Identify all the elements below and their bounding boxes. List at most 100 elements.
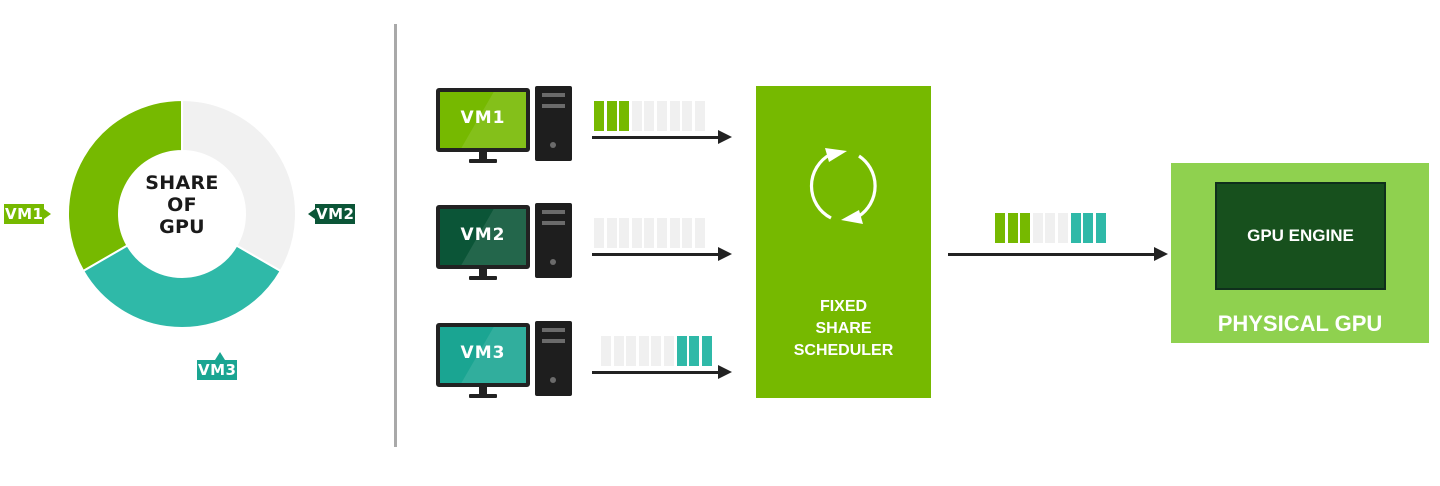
donut-center-line: GPU: [159, 216, 205, 238]
empty-time-slice: [682, 101, 693, 131]
empty-time-slice: [663, 336, 674, 366]
empty-time-slice: [619, 218, 630, 248]
empty-time-slice: [694, 218, 705, 248]
empty-time-slice: [656, 101, 667, 131]
gpu-engine-box: GPU ENGINE: [1215, 182, 1386, 290]
share-of-gpu-donut: [67, 98, 297, 329]
time-slice-vm3: [1070, 213, 1081, 243]
empty-time-slice: [656, 218, 667, 248]
drive-bay: [542, 221, 565, 225]
empty-time-slice: [682, 218, 693, 248]
pointer-up-icon: [215, 352, 225, 360]
empty-time-slice: [594, 218, 604, 248]
vm2-tag-label: VM2: [316, 205, 355, 223]
monitor-base: [469, 276, 497, 280]
vm-work-queue: [594, 218, 705, 248]
pc-tower-icon: [535, 321, 572, 396]
empty-time-slice: [626, 336, 637, 366]
monitor-base: [469, 394, 497, 398]
output-queue: [995, 213, 1106, 243]
time-slice-vm3: [1083, 213, 1094, 243]
time-slice-vm1: [1020, 213, 1031, 243]
pc-tower-icon: [535, 203, 572, 278]
donut-segment-vm2: [181, 98, 297, 273]
empty-time-slice: [1057, 213, 1068, 243]
scheduler-label-line: SHARE: [815, 320, 872, 337]
power-led: [550, 142, 556, 148]
vm1-share-tag: VM1: [4, 204, 52, 224]
refresh-cycle-icon: [809, 148, 877, 224]
empty-time-slice: [601, 336, 611, 366]
empty-time-slice: [1032, 213, 1043, 243]
scheduler-label-line: SCHEDULER: [793, 342, 894, 359]
fixed-share-scheduler: FIXED SHARE SCHEDULER: [756, 86, 931, 398]
vm3-tag-label: VM3: [198, 361, 237, 379]
power-led: [550, 377, 556, 383]
time-slice-vm3: [676, 336, 687, 366]
vm-monitor-icon: VM2: [436, 205, 530, 269]
vm-label: VM3: [460, 343, 506, 363]
arrow-head-icon: [718, 365, 732, 379]
arrow-head-icon: [718, 130, 732, 144]
time-slice-vm1: [995, 213, 1005, 243]
donut-center-label: SHARE OF GPU: [122, 172, 242, 238]
drive-bay: [542, 210, 565, 214]
pc-tower-icon: [535, 86, 572, 161]
vm-monitor-icon: VM1: [436, 88, 530, 152]
empty-time-slice: [638, 336, 649, 366]
monitor-base: [469, 159, 497, 163]
gpu-engine-label: GPU ENGINE: [1247, 226, 1354, 245]
monitor-stand: [479, 269, 487, 277]
power-led: [550, 259, 556, 265]
vm3-share-tag: VM3: [197, 352, 238, 380]
empty-time-slice: [644, 101, 655, 131]
time-slice-vm1: [619, 101, 630, 131]
time-slice-vm1: [1007, 213, 1018, 243]
arrow-head-icon: [1154, 247, 1168, 261]
output-arrow: [948, 247, 1168, 261]
monitor-stand: [479, 152, 487, 160]
time-slice-vm3: [701, 336, 712, 366]
empty-time-slice: [606, 218, 617, 248]
empty-time-slice: [694, 101, 705, 131]
empty-time-slice: [669, 101, 680, 131]
arrow-head-icon: [718, 247, 732, 261]
time-slice-vm3: [689, 336, 700, 366]
donut-center-line: OF: [167, 194, 197, 216]
empty-time-slice: [613, 336, 624, 366]
physical-gpu-label: PHYSICAL GPU: [1217, 311, 1383, 336]
vm-to-scheduler-arrow: [592, 247, 732, 261]
section-divider: [394, 24, 397, 447]
physical-gpu-box: GPU ENGINE PHYSICAL GPU: [1171, 163, 1429, 343]
time-slice-vm1: [594, 101, 604, 131]
vm-work-queue: [601, 336, 712, 366]
donut-segment-vm1: [67, 98, 183, 273]
drive-bay: [542, 339, 565, 343]
empty-time-slice: [1045, 213, 1056, 243]
donut-segment-vm3: [81, 244, 283, 329]
empty-time-slice: [644, 218, 655, 248]
vm-label: VM1: [460, 108, 506, 128]
drive-bay: [542, 93, 565, 97]
vm2-share-tag: VM2: [308, 204, 356, 224]
empty-time-slice: [651, 336, 662, 366]
scheduler-label-line: FIXED: [819, 298, 868, 315]
vm-label: VM2: [460, 225, 506, 245]
time-slice-vm1: [606, 101, 617, 131]
time-slice-vm3: [1095, 213, 1106, 243]
drive-bay: [542, 328, 565, 332]
scheduler-label: FIXED SHARE SCHEDULER: [756, 296, 931, 362]
monitor-stand: [479, 387, 487, 395]
vm-work-queue: [594, 101, 705, 131]
pointer-right-icon: [44, 209, 52, 219]
donut-center-line: SHARE: [145, 172, 219, 194]
empty-time-slice: [669, 218, 680, 248]
vm-to-scheduler-arrow: [592, 365, 732, 379]
pointer-left-icon: [308, 209, 315, 219]
vm-monitor-icon: VM3: [436, 323, 530, 387]
drive-bay: [542, 104, 565, 108]
empty-time-slice: [631, 101, 642, 131]
empty-time-slice: [631, 218, 642, 248]
vm1-tag-label: VM1: [5, 205, 44, 223]
vm-to-scheduler-arrow: [592, 130, 732, 144]
